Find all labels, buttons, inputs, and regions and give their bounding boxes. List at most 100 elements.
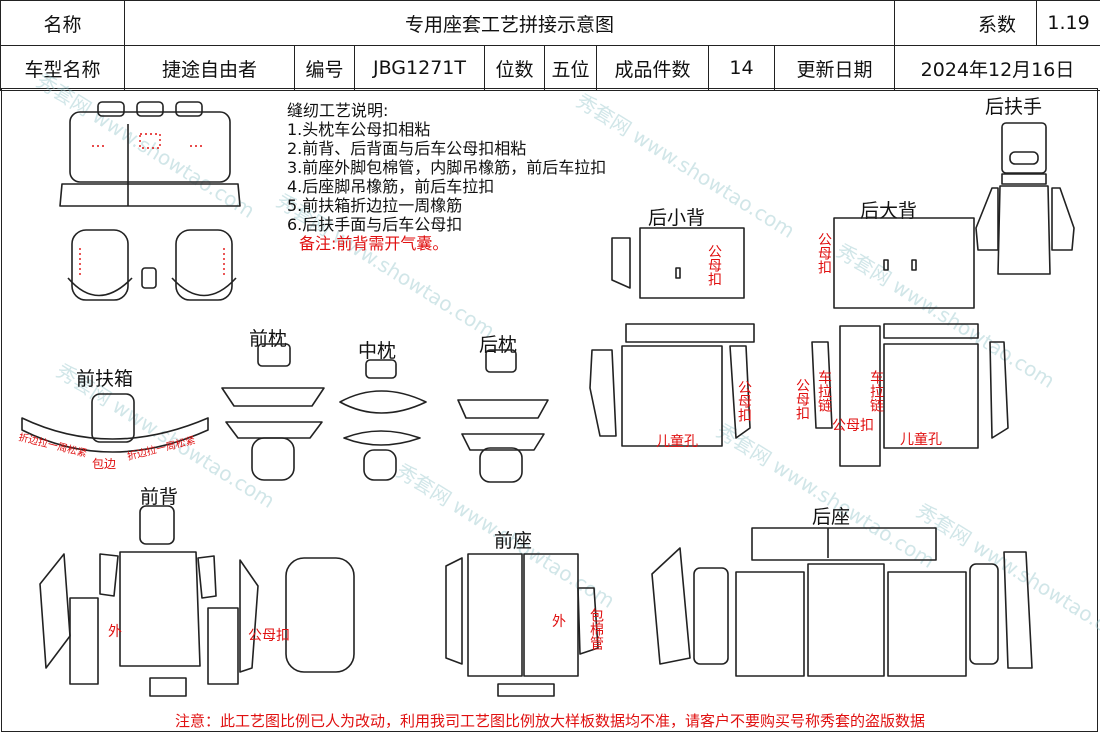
overview-headrest bbox=[175, 101, 203, 117]
header-table: 名称 专用座套工艺拼接示意图 系数 1.19 车型名称 捷途自由者 编号 JBG… bbox=[0, 0, 1100, 91]
sheet-title: 专用座套工艺拼接示意图 bbox=[123, 0, 896, 46]
rear-headrest-band bbox=[461, 433, 545, 451]
model-value-cell: 捷途自由者 bbox=[124, 45, 295, 91]
note-item: 6.后扶手面与后车公母扣 bbox=[287, 215, 463, 234]
annotation-zipper: 车拉链 bbox=[868, 369, 884, 413]
front-back-side-right bbox=[239, 559, 259, 673]
overview-headrest bbox=[97, 101, 125, 117]
rear-armrest-face bbox=[997, 185, 1051, 275]
rear-seat-wing-left bbox=[651, 547, 691, 665]
rear-armrest-side-right bbox=[1051, 187, 1075, 251]
mid-headrest-top bbox=[365, 359, 397, 379]
annotation-snap: 公母扣 bbox=[794, 378, 810, 420]
label-mid-headrest: 中枕 bbox=[358, 340, 397, 362]
coefficient-value-cell: 1.19 bbox=[1036, 0, 1100, 46]
rear-headrest-parts bbox=[457, 349, 549, 483]
rear-armrest-top bbox=[1001, 122, 1047, 174]
rear-armrest-parts bbox=[975, 122, 1075, 275]
seats-value-cell: 五位 bbox=[544, 45, 597, 91]
mid-headrest-parts bbox=[339, 359, 427, 481]
notes-title: 缝纫工艺说明: bbox=[287, 101, 389, 120]
rear-big-back-lower bbox=[883, 343, 979, 449]
front-headrest-top bbox=[257, 343, 291, 367]
pieces-value-cell: 14 bbox=[708, 45, 775, 91]
code-value-cell: JBG1271T bbox=[354, 45, 485, 91]
rear-armrest-side-left bbox=[975, 187, 999, 251]
pattern-drawing: 公母扣 公母扣 公母扣 公母扣 公母扣 公母扣 车拉链 车拉链 儿童孔 儿童孔 … bbox=[17, 101, 1075, 697]
note-item: 4.后座脚吊橡筋，前后车拉扣 bbox=[287, 177, 495, 196]
front-seat-left-half bbox=[467, 553, 523, 677]
annotation-fold-edge: 折边拉一周松紧 bbox=[17, 430, 88, 460]
annotation-cotton-tube: 包棉管 bbox=[588, 608, 604, 650]
rear-headrest-face bbox=[479, 447, 523, 483]
annotation-child-hole: 儿童孔 bbox=[900, 431, 942, 448]
label-rear-big-back: 后大背 bbox=[860, 200, 918, 222]
front-back-side-right-top bbox=[197, 555, 217, 599]
front-headrest-band bbox=[221, 387, 325, 407]
rear-headrest-top bbox=[485, 349, 517, 373]
front-seat-right-half bbox=[523, 553, 579, 677]
label-rear-small-back: 后小背 bbox=[648, 207, 706, 229]
rear-big-back-left bbox=[839, 325, 881, 467]
annotation-snap: 公母扣 bbox=[248, 628, 290, 644]
rear-big-back-panel bbox=[833, 217, 975, 309]
note-item: 5.前扶箱折边拉一周橡筋 bbox=[287, 196, 463, 215]
car-seat-overview bbox=[59, 101, 241, 301]
rear-small-back-slot bbox=[675, 267, 681, 279]
rear-seat-cushion-mid bbox=[807, 563, 885, 677]
front-back-side-left bbox=[39, 553, 71, 669]
overview-snap-marks bbox=[79, 133, 225, 278]
notes-remark: 备注:前背需开气囊。 bbox=[299, 234, 449, 253]
annotation-snap: 公母扣 bbox=[706, 244, 722, 286]
rear-armrest-pocket bbox=[1009, 151, 1039, 165]
overview-front-seat-right bbox=[175, 229, 233, 301]
rear-big-back-parts bbox=[811, 217, 1009, 467]
front-seat-parts bbox=[445, 553, 599, 697]
note-item: 3.前座外脚包棉管，内脚吊橡筋，前后车拉扣 bbox=[287, 158, 607, 177]
rear-big-back-slot bbox=[911, 259, 917, 271]
mid-headrest-face bbox=[363, 449, 397, 481]
drawing-frame bbox=[1, 88, 1098, 732]
annotation-snap: 公母扣 bbox=[816, 232, 832, 274]
footer-warning: 注意：此工艺图比例已人为改动，利用我司工艺图比例放大样板数据均不准，请客户不要购… bbox=[174, 712, 925, 730]
annotation-snap: 公母扣 bbox=[736, 380, 752, 422]
name-label-cell: 名称 bbox=[0, 0, 125, 46]
front-headrest-band bbox=[225, 421, 323, 439]
rear-small-back-lower bbox=[621, 345, 723, 447]
rear-bench-back bbox=[69, 111, 231, 183]
front-headrest-face bbox=[251, 437, 295, 481]
front-back-side-left-inner bbox=[69, 597, 99, 685]
front-seat-side-left bbox=[445, 557, 463, 665]
date-label-cell: 更新日期 bbox=[773, 45, 896, 91]
rear-armrest-strip bbox=[1001, 173, 1047, 185]
front-back-side-left-top bbox=[99, 553, 119, 597]
label-rear-armrest: 后扶手 bbox=[985, 96, 1043, 118]
rear-seat-side-left bbox=[693, 567, 729, 665]
annotation-wrap-edge: 包边 bbox=[92, 457, 116, 471]
code-label-cell: 编号 bbox=[294, 45, 355, 91]
front-seat-bottom-strip bbox=[497, 683, 555, 697]
rear-big-back-strip bbox=[883, 323, 979, 339]
overview-headrest bbox=[136, 101, 164, 117]
rear-small-back-side bbox=[611, 237, 631, 289]
rear-small-back-panel bbox=[639, 227, 745, 299]
rear-small-back-parts bbox=[589, 227, 755, 447]
rear-big-back-wing-right bbox=[989, 341, 1009, 439]
annotation-child-hole: 儿童孔 bbox=[656, 433, 698, 450]
front-armbox-parts bbox=[21, 393, 209, 453]
front-armbox-wrap bbox=[21, 417, 209, 453]
rear-seat-top-strip bbox=[751, 527, 937, 561]
rear-seat-cushion-left bbox=[735, 571, 805, 677]
label-front-seat: 前座 bbox=[494, 530, 533, 552]
front-back-rear-panel bbox=[285, 557, 355, 673]
seats-label-cell: 位数 bbox=[484, 45, 545, 91]
note-item: 1.头枕车公母扣相粘 bbox=[287, 120, 431, 139]
mid-headrest-band bbox=[339, 390, 427, 414]
rear-seat-side-right bbox=[969, 563, 999, 665]
annotation-zipper: 车拉链 bbox=[816, 369, 832, 413]
date-value-cell: 2024年12月16日 bbox=[894, 45, 1100, 91]
header-row-2: 车型名称 捷途自由者 编号 JBG1271T 位数 五位 成品件数 14 更新日… bbox=[0, 45, 1100, 91]
label-front-back: 前背 bbox=[140, 486, 179, 508]
rear-big-back-slot bbox=[883, 259, 889, 271]
